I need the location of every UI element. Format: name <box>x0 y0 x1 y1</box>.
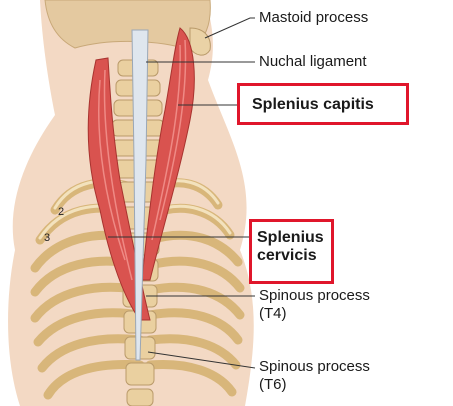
splenius-capitis-highlight <box>237 83 409 125</box>
nuchal-ligament-shape <box>131 29 149 361</box>
label-splenius-cervicis: Splenius cervicis <box>257 229 324 265</box>
label-spinous-process-t4: Spinous process (T4) <box>259 287 370 323</box>
label-spinous-t6-line1: Spinous process <box>259 358 370 375</box>
label-splenius-capitis: Splenius capitis <box>252 96 374 113</box>
label-splenius-cervicis-line1: Splenius <box>257 229 324 246</box>
label-nuchal-ligament: Nuchal ligament <box>259 53 367 70</box>
leader-lines <box>108 17 256 369</box>
label-spinous-t4-line2: (T4) <box>259 305 287 322</box>
splenius-cervicis-highlight <box>249 219 334 284</box>
splenius-capitis-muscle <box>141 27 195 281</box>
rib-number-3: 3 <box>44 232 51 244</box>
label-spinous-process-t6: Spinous process (T6) <box>259 358 370 394</box>
mastoid-process-shape <box>189 27 211 56</box>
label-spinous-t6-line2: (T6) <box>259 376 287 393</box>
label-mastoid-process: Mastoid process <box>259 9 369 26</box>
muscle-fibres <box>98 39 187 281</box>
label-splenius-cervicis-line2: cervicis <box>257 247 317 264</box>
rib-number-2: 2 <box>58 206 65 218</box>
label-spinous-t4-line1: Spinous process <box>259 287 370 304</box>
